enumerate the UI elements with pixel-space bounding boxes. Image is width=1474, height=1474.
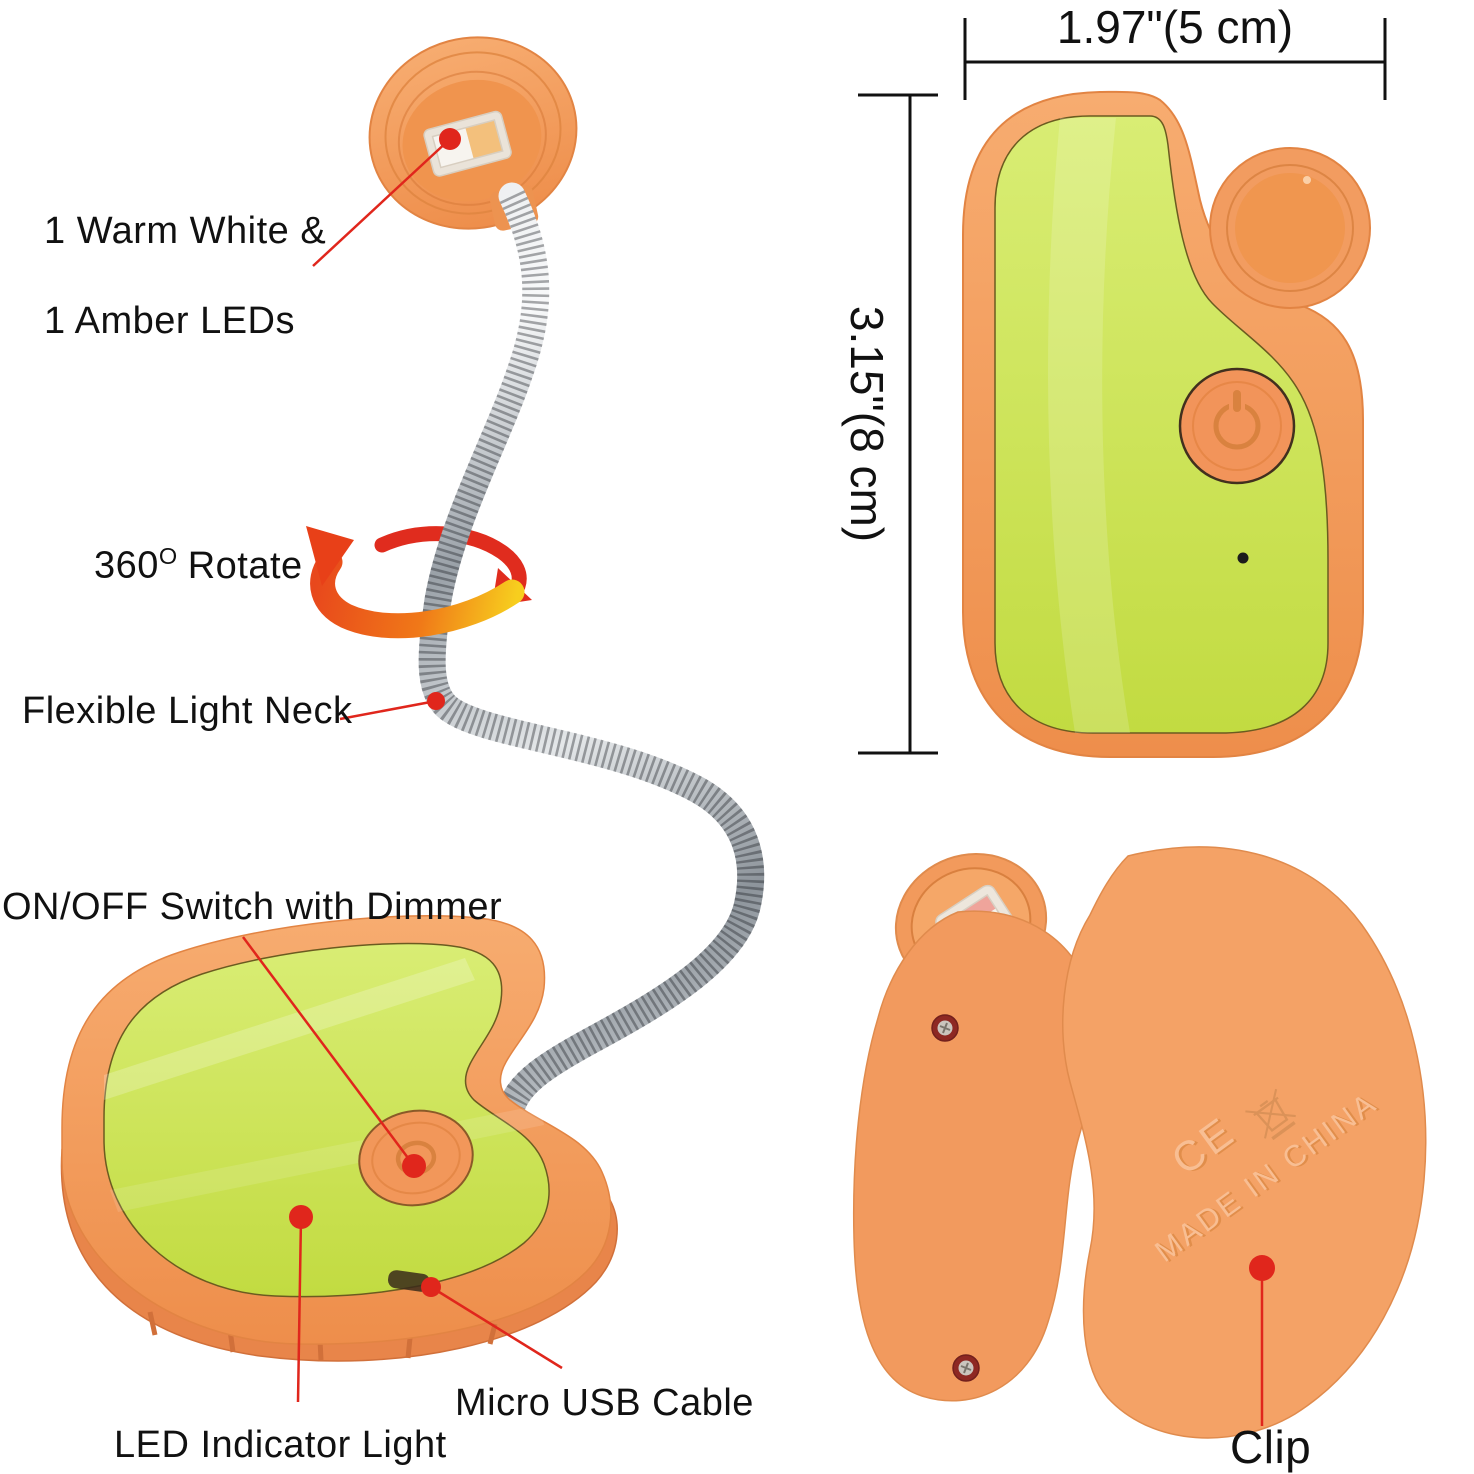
clip-base bbox=[60, 915, 618, 1362]
weee-icon bbox=[1245, 1088, 1296, 1141]
width-dimension bbox=[963, 18, 1387, 100]
callouts bbox=[241, 138, 1264, 1426]
flexible-neck-label: Flexible Light Neck bbox=[22, 690, 353, 732]
callout-line-neck bbox=[339, 699, 437, 721]
callout-dot-neck bbox=[427, 692, 445, 710]
front-lamp-head-cap bbox=[1235, 173, 1345, 283]
front-green-sheen bbox=[1048, 118, 1130, 733]
power-icon bbox=[1233, 390, 1241, 412]
callout-dots bbox=[289, 128, 1275, 1297]
micro-usb-label: Micro USB Cable bbox=[455, 1382, 754, 1424]
front-lamp-head-ring bbox=[1226, 164, 1354, 292]
callout-dot-leds bbox=[439, 128, 461, 150]
front-view bbox=[962, 90, 1371, 758]
clip-label: Clip bbox=[1230, 1421, 1312, 1473]
back-body bbox=[852, 910, 1097, 1402]
rotate-arrows bbox=[306, 526, 525, 639]
callout-line-led-indicator bbox=[296, 1216, 303, 1403]
back-view: CE CE MADE IN CHINA MADE IN CHINA bbox=[852, 846, 1427, 1439]
rotate-degree-mark: O bbox=[158, 543, 178, 569]
front-power-button bbox=[1178, 367, 1296, 485]
led-amber bbox=[465, 120, 503, 159]
led-indicator-label: LED Indicator Light bbox=[114, 1424, 447, 1466]
callout-line-usb bbox=[430, 1285, 563, 1370]
base-green-face bbox=[103, 942, 550, 1298]
jaw-ribs bbox=[147, 1311, 498, 1361]
gooseneck bbox=[418, 182, 765, 1120]
back-clip bbox=[1061, 846, 1427, 1439]
rotate-word: Rotate bbox=[187, 544, 303, 587]
rotate-value: 360 bbox=[94, 544, 159, 587]
callout-line-leds bbox=[312, 138, 451, 267]
callout-dot-led-indicator bbox=[289, 1205, 313, 1229]
leds-label-line1: 1 Warm White & bbox=[44, 210, 327, 252]
front-lamp-glint bbox=[1303, 176, 1311, 184]
callout-dot-clip bbox=[1249, 1255, 1275, 1281]
height-dimension-label: 3.15"(8 cm) bbox=[841, 305, 893, 543]
screw bbox=[952, 1354, 980, 1382]
callout-line-switch bbox=[241, 936, 416, 1167]
front-green-face bbox=[994, 115, 1329, 734]
front-indicator-dot bbox=[1237, 552, 1249, 564]
micro-usb-port bbox=[387, 1270, 431, 1292]
rotate-arrowhead bbox=[306, 526, 354, 586]
width-dimension-label: 1.97"(5 cm) bbox=[1056, 1, 1294, 53]
height-dimension bbox=[858, 93, 938, 755]
callout-dot-switch bbox=[402, 1154, 426, 1178]
onoff-switch-label: ON/OFF Switch with Dimmer bbox=[2, 886, 503, 928]
callout-dot-usb bbox=[421, 1277, 441, 1297]
leds-label-line2: 1 Amber LEDs bbox=[44, 300, 295, 342]
screw bbox=[931, 1014, 959, 1042]
lamp-head bbox=[368, 36, 578, 230]
base-green-sheen bbox=[104, 958, 475, 1100]
rotate-label: 360O Rotate bbox=[94, 543, 303, 588]
